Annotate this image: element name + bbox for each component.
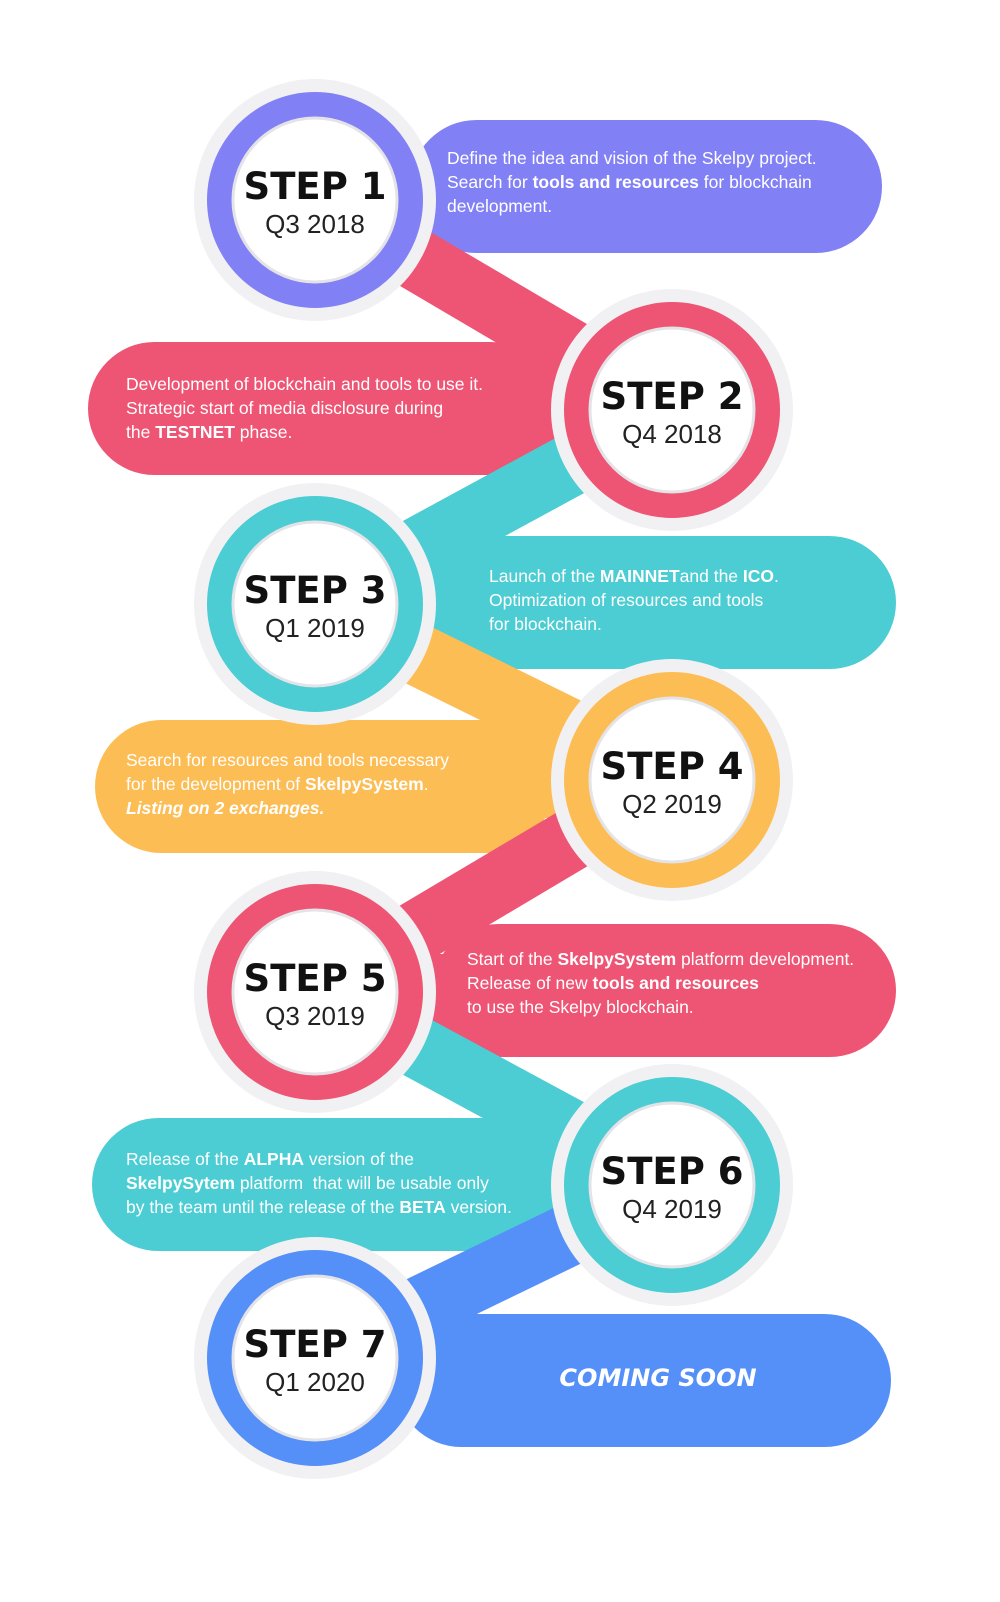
- step-1-description-line: development.: [447, 194, 817, 218]
- step-2-disc: [588, 326, 756, 494]
- step-5-description-line: to use the Skelpy blockchain.: [467, 995, 854, 1019]
- emphasis-text: MAINNET: [599, 566, 680, 586]
- description-text: version of the: [304, 1149, 414, 1169]
- emphasis-text: TESTNET: [155, 422, 235, 442]
- description-text: Search for: [447, 172, 533, 192]
- description-text: Strategic start of media disclosure duri…: [126, 398, 444, 418]
- step-5-description-line: Start of the SkelpySystem platform devel…: [467, 947, 854, 971]
- step-1-description-line: Search for tools and resources for block…: [447, 170, 817, 194]
- description-text: to use the Skelpy blockchain.: [467, 997, 694, 1017]
- step-3-date: Q1 2019: [265, 613, 365, 643]
- step-7-title: STEP 7: [244, 1323, 387, 1366]
- step-5-description-line: Release of new tools and resources: [467, 971, 854, 995]
- step-6-description-line: SkelpySytem platform that will be usable…: [126, 1171, 512, 1195]
- step-2-date: Q4 2018: [622, 419, 722, 449]
- description-text: version.: [445, 1197, 512, 1217]
- step-4-description-line: Listing on 2 exchanges.: [126, 796, 449, 820]
- description-text: Development of blockchain and tools to u…: [126, 374, 484, 394]
- step-2-description-line: the TESTNET phase.: [126, 420, 483, 444]
- description-text: and the: [679, 566, 743, 586]
- step-2-description-line: Development of blockchain and tools to u…: [126, 372, 483, 396]
- step-6-date: Q4 2019: [622, 1194, 722, 1224]
- description-text: .: [423, 774, 429, 794]
- step-7-disc: [231, 1274, 399, 1442]
- description-text: by the team until the release of the: [126, 1197, 400, 1217]
- step-4-title: STEP 4: [601, 745, 744, 788]
- description-text: for the development of: [126, 774, 305, 794]
- emphasis-text: Listing on 2 exchanges.: [126, 798, 325, 818]
- description-text: Define the idea and vision of the Skelpy…: [447, 148, 817, 168]
- description-text: .: [774, 566, 779, 586]
- step-7-date: Q1 2020: [265, 1367, 365, 1397]
- step-2-description-pill: [88, 342, 558, 475]
- coming-soon-label: COMING SOON: [559, 1364, 757, 1392]
- emphasis-text: tools and resources: [592, 973, 759, 993]
- description-text: Release of new: [467, 973, 593, 993]
- description-text: Search for resources and tools necessary: [126, 750, 449, 770]
- step-6-description-line: by the team until the release of the BET…: [126, 1195, 512, 1219]
- step-1-title: STEP 1: [244, 165, 387, 208]
- step-3-title: STEP 3: [244, 569, 387, 612]
- emphasis-text: ALPHA: [243, 1149, 304, 1169]
- step-3-description-line: Optimization of resources and tools: [489, 588, 779, 612]
- step-3-description-line: Launch of the MAINNETand the ICO.: [489, 564, 779, 588]
- step-4-description: Search for resources and tools necessary…: [126, 748, 449, 820]
- step-6-disc: [588, 1101, 756, 1269]
- emphasis-text: SkelpySytem: [126, 1173, 235, 1193]
- step-3-description-pill: [432, 536, 896, 669]
- emphasis-text: SkelpySystem: [305, 774, 424, 794]
- emphasis-text: tools and resources: [532, 172, 699, 192]
- step-5-date: Q3 2019: [265, 1001, 365, 1031]
- description-text: Optimization of resources and tools: [489, 590, 764, 610]
- description-text: platform that will be usable only: [234, 1173, 489, 1193]
- step-5-description: Start of the SkelpySystem platform devel…: [467, 947, 854, 1019]
- step-1-description-line: Define the idea and vision of the Skelpy…: [447, 146, 817, 170]
- description-text: Launch of the: [489, 566, 600, 586]
- step-2-description-line: Strategic start of media disclosure duri…: [126, 396, 483, 420]
- description-text: Start of the: [467, 949, 558, 969]
- step-4-date: Q2 2019: [622, 789, 722, 819]
- emphasis-text: SkelpySystem: [557, 949, 677, 969]
- description-text: for blockchain.: [489, 614, 602, 634]
- step-1-disc: [231, 116, 399, 284]
- step-1-description-pill: [410, 120, 882, 253]
- step-2-description: Development of blockchain and tools to u…: [126, 372, 483, 444]
- emphasis-text: BETA: [399, 1197, 446, 1217]
- description-text: phase.: [234, 422, 293, 442]
- step-1-description: Define the idea and vision of the Skelpy…: [447, 146, 817, 218]
- step-6-title: STEP 6: [601, 1150, 744, 1193]
- step-5-description-pill: [432, 924, 896, 1057]
- step-3-description: Launch of the MAINNETand the ICO.Optimiz…: [489, 564, 779, 636]
- emphasis-text: ICO: [742, 566, 775, 586]
- description-text: Release of the: [126, 1149, 244, 1169]
- step-4-description-line: for the development of SkelpySystem.: [126, 772, 449, 796]
- step-4-description-line: Search for resources and tools necessary: [126, 748, 449, 772]
- step-7-description-pill: [395, 1314, 891, 1447]
- step-1-date: Q3 2018: [265, 209, 365, 239]
- description-text: development.: [447, 196, 553, 216]
- step-5-disc: [231, 908, 399, 1076]
- step-3-description-line: for blockchain.: [489, 612, 779, 636]
- description-text: for blockchain: [698, 172, 812, 192]
- step-2-title: STEP 2: [601, 375, 744, 418]
- description-text: platform development.: [676, 949, 855, 969]
- step-4-description-pill: [95, 720, 553, 853]
- step-5-title: STEP 5: [244, 957, 387, 1000]
- step-6-description-pill: [92, 1118, 550, 1251]
- step-4-disc: [588, 696, 756, 864]
- step-6-description-line: Release of the ALPHA version of the: [126, 1147, 512, 1171]
- step-3-disc: [231, 520, 399, 688]
- description-text: the: [126, 422, 156, 442]
